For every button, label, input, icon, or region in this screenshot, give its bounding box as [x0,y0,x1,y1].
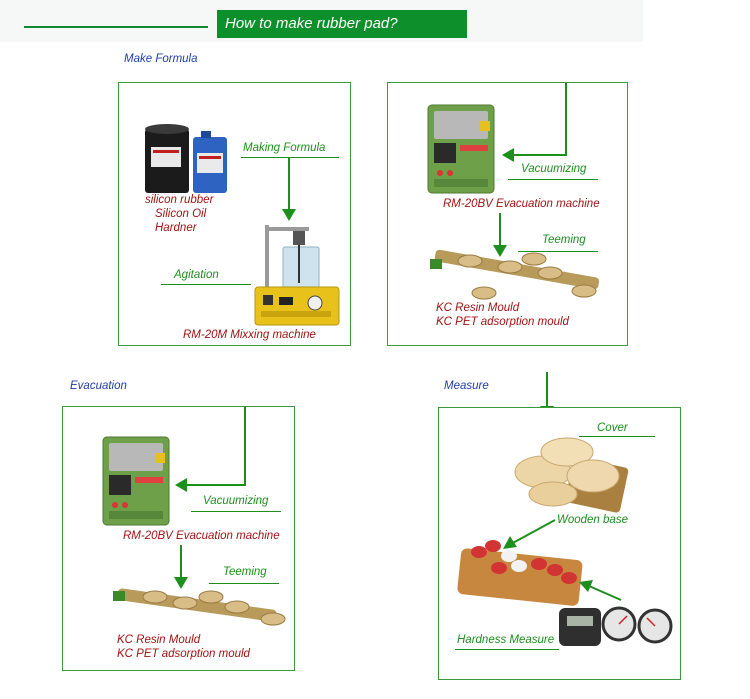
resin-moulds-image [430,249,600,300]
arrow-down-icon [174,545,188,589]
ingredient-silicon-rubber: silicon rubber [145,194,214,206]
arrow-down-icon [493,213,507,257]
underline-vacuumizing [191,511,281,512]
panel-measure: Cover Wooden base Hardness Measure [438,407,681,680]
label-mixing-machine: RM-20M Mixxing machine [183,329,316,341]
ingredient-silicon-oil: Silicon Oil [155,208,207,220]
arrow-diagonal-icon [503,519,556,549]
arrow-down-icon [282,157,296,221]
label-cover: Cover [597,422,628,434]
label-teeming: Teeming [223,566,267,578]
hardness-testers-image [559,606,673,646]
evacuation-machine-image [427,104,495,194]
evacuation-machine-image [102,436,170,526]
arrow-elbow-icon [175,407,246,492]
header-rule [24,26,208,28]
label-vacuumizing-top: Vacuumizing [521,163,587,175]
rubber-pads-tray-image [457,540,583,606]
label-agitation: Agitation [174,269,219,281]
label-evacuation-machine-top: RM-20BV Evacuation machine [443,198,600,210]
panel-evacuation: Vacuumizing RM-20BV Evacuation machine T… [62,406,295,671]
panel-make-formula: silicon rubber Silicon Oil Hardner Makin… [118,82,351,346]
panel-vacuum-teeming-top: Vacuumizing RM-20BV Evacuation machine T… [387,82,628,346]
label-pet-mould-top: KC PET adsorption mould [436,316,569,328]
arrow-diagonal-icon [579,580,622,601]
formula-barrels-image [145,124,227,193]
underline-teeming-top [518,251,598,252]
label-vacuumizing: Vacuumizing [203,495,269,507]
underline-cover [579,436,655,437]
label-hardness-measure: Hardness Measure [457,634,555,646]
label-resin-mould: KC Resin Mould [117,634,201,646]
page-title: How to make rubber pad? [217,10,467,38]
label-wooden-base: Wooden base [557,514,628,526]
label-resin-mould-top: KC Resin Mould [436,302,520,314]
underline-hardness-measure [455,649,559,650]
arrow-elbow-icon [502,83,567,162]
label-pet-mould: KC PET adsorption mould [117,648,250,660]
section-title-make-formula: Make Formula [124,53,198,65]
section-title-measure: Measure [444,380,489,392]
cover-and-wooden-base-image [514,437,629,513]
underline-vacuumizing-top [508,179,598,180]
underline-agitation [161,284,251,285]
underline-teeming [209,583,279,584]
ingredient-hardner: Hardner [155,222,197,234]
section-title-evacuation: Evacuation [70,380,127,392]
resin-moulds-image [113,588,286,626]
mixing-machine-image [254,225,340,326]
label-teeming-top: Teeming [542,234,586,246]
label-evacuation-machine: RM-20BV Evacuation machine [123,530,280,542]
label-making-formula: Making Formula [243,142,326,154]
